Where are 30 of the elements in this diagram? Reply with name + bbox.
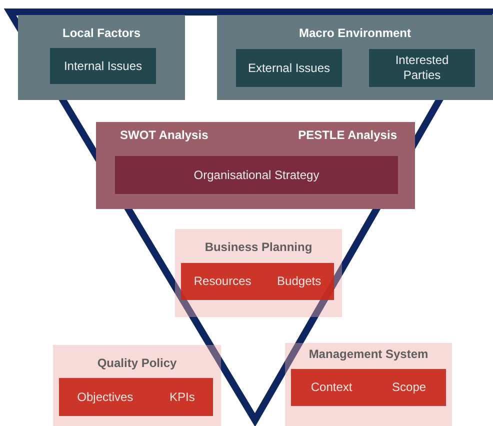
group-heading: Business Planning (204, 240, 314, 254)
group-panel (217, 15, 493, 100)
item-label: Budgets (277, 274, 322, 289)
item-label: Objectives (77, 390, 134, 404)
group-panel (96, 122, 415, 209)
group-heading: Macro Environment (298, 26, 412, 40)
item-box (236, 49, 342, 87)
item-box (181, 263, 334, 300)
item-box (291, 369, 446, 406)
item-box (115, 156, 398, 194)
analysis-heading: SWOT Analysis (120, 128, 208, 142)
group-panel (53, 345, 221, 426)
item-box (50, 48, 156, 84)
item-box (59, 378, 213, 416)
item-label: External Issues (248, 60, 330, 76)
group-heading: Local Factors (61, 26, 142, 40)
item-label: Resources (194, 274, 252, 289)
group-heading: Quality Policy (96, 356, 178, 370)
group-panel (175, 229, 342, 317)
item-box (369, 49, 475, 87)
group-heading: Management System (308, 347, 430, 361)
item-label: Context (310, 380, 352, 395)
analysis-heading: PESTLE Analysis (298, 128, 397, 142)
group-panel (18, 15, 185, 100)
group-panel (285, 343, 452, 426)
item-label: Scope (392, 380, 426, 395)
item-label: Organisational Strategy (194, 168, 320, 182)
item-label: Interested Parties (394, 53, 450, 83)
item-label: KPIs (170, 390, 195, 404)
item-label: Internal Issues (64, 58, 142, 74)
